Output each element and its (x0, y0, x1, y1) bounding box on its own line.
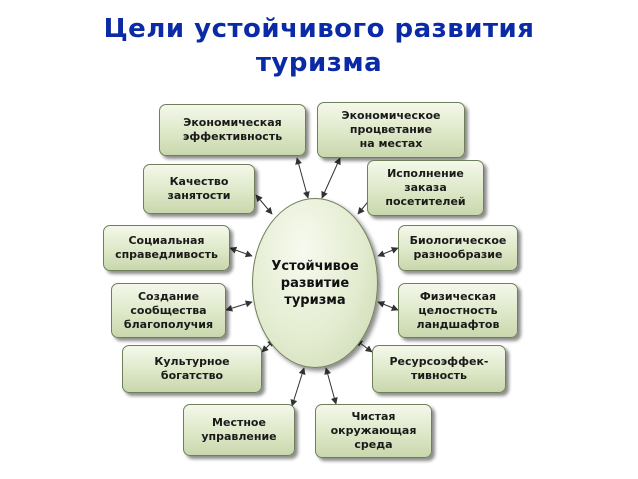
goal-cultural-wealth: Культурное богатство (122, 345, 262, 393)
goal-biodiversity: Биологическое разнообразие (398, 225, 518, 271)
goal-local-governance: Местное управление (183, 404, 295, 456)
goal-visitor-fulfillment: Исполнение заказа посетителей (367, 160, 484, 216)
goal-physical-integrity: Физическая целостность ландшафтов (398, 283, 518, 338)
arrow-economic-efficiency (295, 157, 310, 199)
goal-clean-environment: Чистая окружающая среда (315, 404, 432, 458)
arrow-employment-quality (255, 194, 273, 215)
goal-economic-prosperity: Экономическое процветание на местах (317, 102, 465, 158)
arrow-clean-environment (324, 367, 338, 405)
center-node: Устойчивое развитие туризма (252, 198, 378, 368)
arrow-local-governance (290, 367, 306, 407)
arrow-biodiversity (377, 247, 399, 257)
title-line-1: Цели устойчивого развития (103, 14, 535, 44)
arrow-physical-integrity (377, 301, 399, 311)
title-line-2: туризма (255, 48, 383, 78)
goal-community-wellbeing: Создание сообщества благополучия (111, 283, 226, 338)
arrow-community-wellbeing (225, 300, 253, 312)
goal-resource-efficiency: Ресурсоэффек- тивность (372, 345, 506, 393)
arrow-social-justice (229, 246, 253, 258)
goal-employment-quality: Качество занятости (143, 164, 255, 214)
goal-social-justice: Социальная справедливость (103, 225, 230, 271)
diagram-title: Цели устойчивого развития туризма (0, 12, 638, 80)
goal-economic-efficiency: Экономическая эффективность (159, 104, 306, 156)
arrow-economic-prosperity (321, 157, 341, 199)
